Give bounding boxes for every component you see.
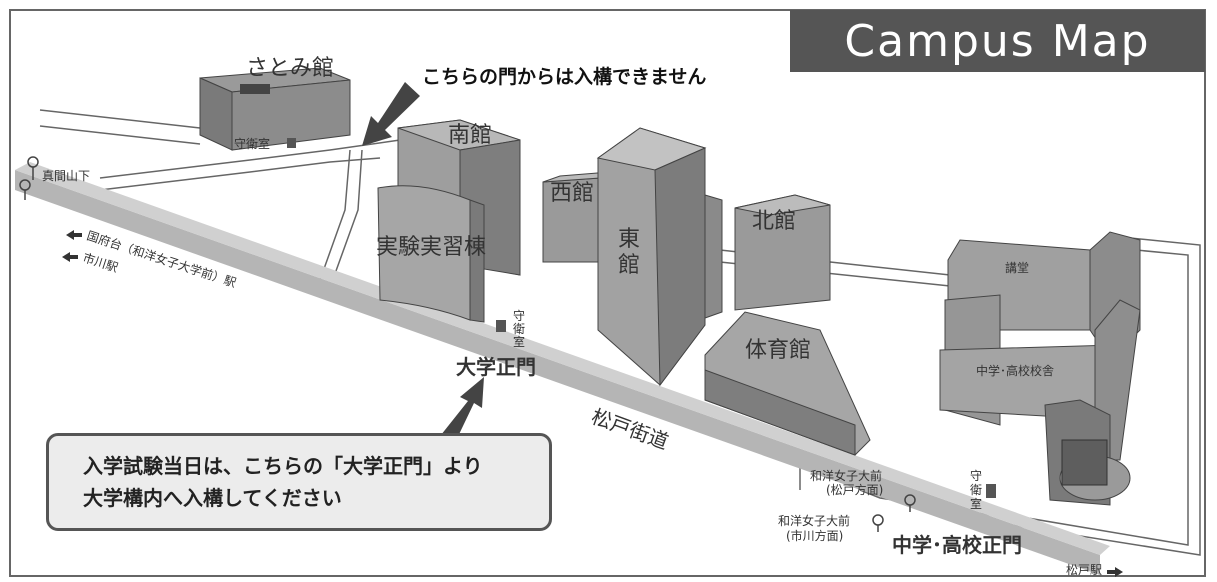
school-label: 中学･高校校舎 <box>976 363 1054 378</box>
satomi-guard-hut <box>287 138 296 148</box>
main-guard-hut <box>496 320 506 332</box>
main-guard-label-1: 守 <box>513 309 525 323</box>
south-label: 南館 <box>448 123 492 148</box>
practice-building <box>377 185 485 323</box>
map-frame <box>9 9 1206 577</box>
main-guard-label-3: 室 <box>513 334 525 349</box>
bus-stop-mamayama: 真間山下 <box>42 169 90 183</box>
school-guard-hut <box>986 484 996 498</box>
exam-day-notice-line1: 入学試験当日は、こちらの「大学正門」より <box>83 454 483 478</box>
no-entry-notice: こちらの門からは入構できません <box>422 66 707 88</box>
west-label: 西館 <box>550 181 594 206</box>
direction-ichikawa: 市川駅 <box>81 250 120 275</box>
exam-day-notice-line2: 大学構内へ入構してください <box>83 486 342 510</box>
direction-arrow-icon <box>62 230 1123 577</box>
gym-label: 体育館 <box>745 338 811 363</box>
school-guard-label-3: 室 <box>970 496 982 511</box>
main-gate-label: 大学正門 <box>456 355 536 379</box>
direction-matsudo: 松戸駅 <box>1066 563 1102 577</box>
arrow-down-left-icon <box>362 82 420 146</box>
school-gate-label: 中学･高校正門 <box>892 533 1022 557</box>
north-building <box>734 194 831 311</box>
lecture-hall-label: 講堂 <box>1005 260 1029 275</box>
north-label: 北館 <box>752 209 796 234</box>
east-label-1: 東 <box>618 227 640 252</box>
school-complex <box>939 231 1141 506</box>
practice-label: 実験実習棟 <box>376 235 486 260</box>
satomi-label: さとみ館 <box>246 56 334 81</box>
east-label-2: 館 <box>618 253 640 278</box>
satomi-guard-label: 守衛室 <box>234 136 270 151</box>
gym-building <box>704 311 871 456</box>
bus-stop-wayo-ichikawa-1: 和洋女子大前 <box>778 513 850 528</box>
bus-stop-icon <box>19 156 916 532</box>
road-edge <box>15 162 1110 555</box>
satomi-building <box>199 67 351 151</box>
east-building <box>596 127 723 387</box>
arrow-up-right-icon <box>437 377 484 449</box>
bus-stop-wayo-matsudo-2: (松戸方面) <box>826 482 883 497</box>
matsudo-kaido-road <box>15 170 1100 575</box>
main-guard-label-2: 衛 <box>513 322 525 336</box>
bus-stop-wayo-ichikawa-2: (市川方面) <box>786 528 843 543</box>
school-guard-label-2: 衛 <box>970 483 982 497</box>
school-guard-label-1: 守 <box>970 469 982 483</box>
exam-day-notice: 入学試験当日は、こちらの「大学正門」より 大学構内へ入構してください <box>46 433 552 531</box>
map-title: Campus Map <box>790 10 1205 72</box>
bus-stop-wayo-matsudo-1: 和洋女子大前 <box>810 468 882 483</box>
